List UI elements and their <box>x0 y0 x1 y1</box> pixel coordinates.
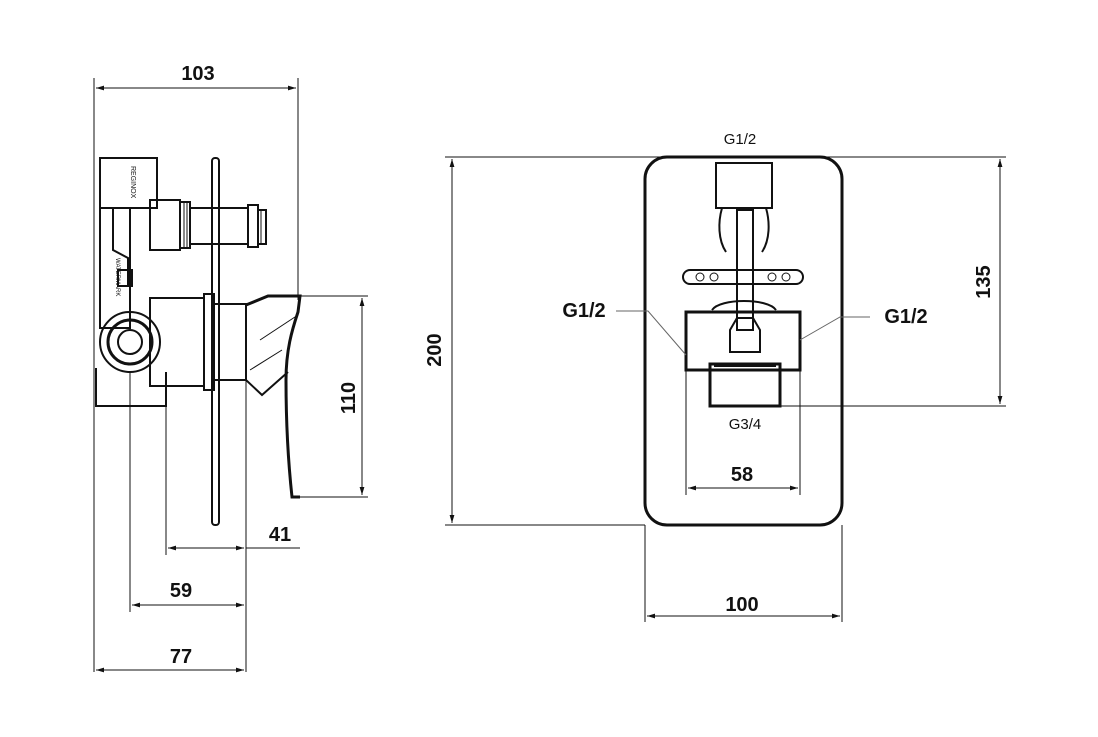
right-port-leader <box>799 316 870 341</box>
stem <box>718 207 770 353</box>
wall-plate-side <box>211 157 220 526</box>
dim-103-label: 103 <box>181 63 214 85</box>
left-port-label: G1/2 <box>562 300 605 322</box>
right-port-label: G1/2 <box>884 306 927 328</box>
dimension-135: 135 <box>780 159 1006 407</box>
dimension-77: 77 <box>96 646 244 673</box>
body-brand-label: REGINOX <box>129 166 136 199</box>
dim-58-label: 58 <box>731 464 753 486</box>
dim-59-label: 59 <box>170 580 192 602</box>
dimension-103: 103 <box>93 63 299 672</box>
bottom-port <box>708 362 782 408</box>
top-port <box>715 162 773 209</box>
dim-77-label: 77 <box>170 646 192 668</box>
top-port-label: G1/2 <box>724 131 757 148</box>
dim-135-label: 135 <box>973 265 995 298</box>
dim-41-label: 41 <box>269 524 291 546</box>
central-block <box>684 310 802 372</box>
left-port-leader <box>616 310 687 356</box>
bottom-port-label: G3/4 <box>729 416 762 433</box>
dimension-200: 200 <box>424 156 1006 526</box>
lever-handle <box>245 294 302 499</box>
dimension-100: 100 <box>644 525 843 622</box>
dim-100-label: 100 <box>725 594 758 616</box>
dimension-58: 58 <box>685 370 801 495</box>
cross-bar <box>682 269 804 311</box>
dimension-41: 41 <box>165 380 300 672</box>
front-view: G1/2 G1/2 G1/2 G3/4 <box>424 131 1006 622</box>
dimension-110: 110 <box>300 295 368 498</box>
valve-body: REGINOX WATERMARK <box>95 157 267 407</box>
dim-200-label: 200 <box>424 333 446 366</box>
dim-110-label: 110 <box>338 382 360 414</box>
dimension-59: 59 <box>129 372 244 612</box>
side-view: 103 REGINOX WATERMARK <box>93 63 368 673</box>
